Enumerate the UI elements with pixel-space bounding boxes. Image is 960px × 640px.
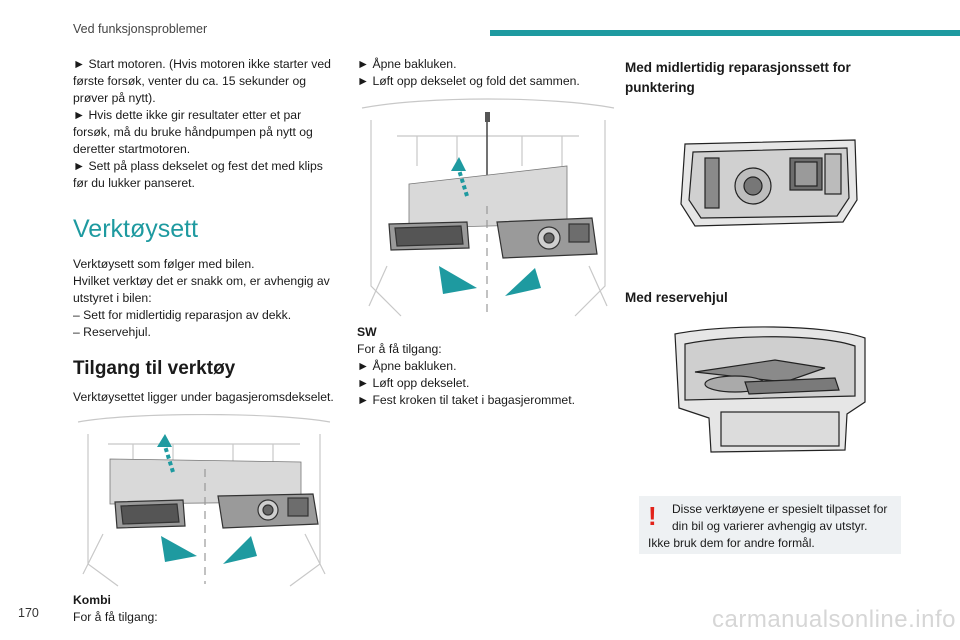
toolkit-item-spare-wheel: – Reservehjul.	[73, 325, 151, 339]
running-header: Ved funksjonsproblemer	[73, 22, 208, 36]
heading-spare-wheel: Med reservehjul	[625, 290, 728, 305]
section-title-toolkit: Verktøysett	[73, 215, 199, 243]
spare-wheel-tray-illustration	[674, 326, 866, 453]
column-1: ► Start motoren. (Hvis motoren ikke star…	[73, 56, 335, 626]
estate-boot-illustration	[77, 414, 331, 587]
step-open-tailgate: ► Åpne bakluken.	[357, 57, 457, 71]
warning-exclamation-icon: !	[648, 501, 657, 531]
column-3: Med midlertidig reparasjonssett for punk…	[625, 58, 900, 462]
step-retry: ► Hvis dette ikke gir resultater etter e…	[73, 108, 313, 156]
sw-caption-line2: ► Åpne bakluken.	[357, 359, 457, 373]
warning-text-no-other-use: Ikke bruk dem for andre formål.	[648, 536, 815, 550]
sw-caption-title: SW	[357, 325, 377, 339]
repair-kit-tray-illustration	[680, 139, 858, 227]
heading-repair-kit: Med midlertidig reparasjonssett for punk…	[625, 60, 851, 95]
page-number: 170	[18, 606, 39, 620]
header-accent-bar	[490, 30, 960, 36]
step-lift-cover: ► Løft opp dekselet og fold det sammen.	[357, 74, 580, 88]
site-watermark: carmanualsonline.info	[712, 606, 956, 633]
warning-box: ! Disse verktøyene er spesielt tilpasset…	[639, 496, 901, 554]
sw-caption-line1: For å få tilgang:	[357, 342, 442, 356]
section-title-access: Tilgang til verktøy	[73, 358, 236, 379]
step-refit-cover: ► Sett på plass dekselet og fest det med…	[73, 159, 323, 190]
toolkit-intro: Verktøysett som følger med bilen.	[73, 257, 255, 271]
figure-caption-title: Kombi	[73, 593, 111, 607]
toolkit-item-repair-kit: – Sett for midlertidig reparasjon av dek…	[73, 308, 292, 322]
figure-caption-text: For å få tilgang:	[73, 610, 158, 624]
warning-text-specific: Disse verktøyene er spesielt tilpasset f…	[672, 502, 888, 533]
sw-boot-illustration	[361, 98, 615, 317]
column-2: ► Åpne bakluken. ► Løft opp dekselet og …	[357, 56, 619, 409]
sw-caption-line3: ► Løft opp dekselet.	[357, 376, 470, 390]
access-location: Verktøysettet ligger under bagasjeromsde…	[73, 390, 334, 404]
sw-caption-line4: ► Fest kroken til taket i bagasjerommet.	[357, 393, 575, 407]
toolkit-depends: Hvilket verktøy det er snakk om, er avhe…	[73, 274, 330, 305]
step-start-engine: ► Start motoren. (Hvis motoren ikke star…	[73, 57, 331, 105]
